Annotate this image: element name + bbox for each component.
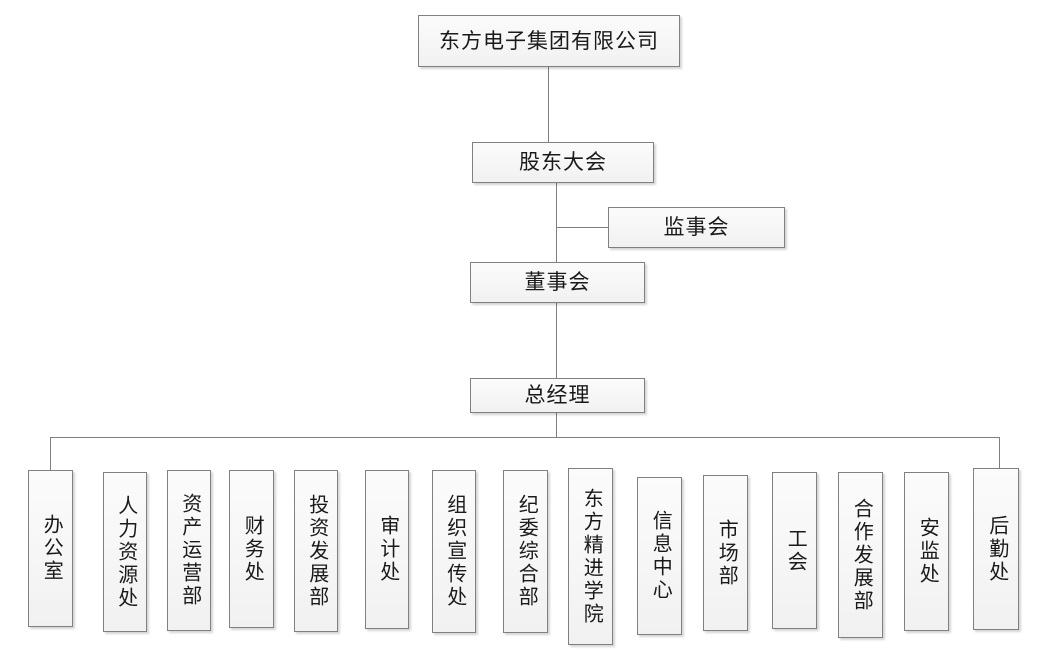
node-shareholders-meeting-label: 股东大会 [519,150,607,175]
node-board-of-directors-label: 董事会 [524,270,591,295]
node-department-cooperation-development-label: 合作发展部 [850,497,873,613]
department-bus-line [50,437,1000,438]
node-department-marketing[interactable]: 市场部 [703,475,748,631]
node-department-audit-label: 审计处 [376,515,399,584]
node-department-dongfang-academy-label: 东方精进学院 [580,487,603,626]
node-department-marketing-label: 市场部 [715,518,738,588]
node-department-information-center[interactable]: 信息中心 [637,477,682,635]
node-general-manager[interactable]: 总经理 [470,378,645,413]
node-department-organization-publicity[interactable]: 组织宣传处 [432,470,476,633]
node-company[interactable]: 东方电子集团有限公司 [418,15,680,67]
connector-to-supervisors [556,227,609,228]
node-department-investment-development[interactable]: 投资发展部 [294,470,338,632]
node-department-cooperation-development[interactable]: 合作发展部 [838,472,883,638]
connector-shareholders-to-directors [556,182,557,262]
node-board-of-supervisors[interactable]: 监事会 [608,207,785,248]
node-department-finance-label: 财务处 [241,514,264,584]
node-board-of-directors[interactable]: 董事会 [470,262,645,303]
node-department-discipline-inspection-label: 纪委综合部 [515,494,538,609]
node-department-office[interactable]: 办公室 [28,470,73,627]
node-department-safety-supervision[interactable]: 安监处 [904,472,949,631]
node-department-investment-development-label: 投资发展部 [305,493,328,609]
node-department-human-resources-label: 人力资源处 [114,494,137,610]
node-department-labor-union[interactable]: 工会 [772,472,817,629]
node-department-logistics-label: 后勤处 [985,514,1008,584]
connector-company-to-shareholders [548,66,549,142]
node-department-dongfang-academy[interactable]: 东方精进学院 [568,468,613,645]
node-department-discipline-inspection[interactable]: 纪委综合部 [503,470,548,633]
connector-manager-to-bus [556,412,557,437]
node-department-organization-publicity-label: 组织宣传处 [443,494,466,609]
node-department-labor-union-label: 工会 [784,527,807,574]
connector-directors-to-manager [556,302,557,378]
connector-bus-to-first-department [50,437,51,470]
node-department-logistics[interactable]: 后勤处 [973,468,1019,630]
node-board-of-supervisors-label: 监事会 [663,215,730,240]
node-department-safety-supervision-label: 安监处 [916,517,939,586]
node-department-audit[interactable]: 审计处 [365,470,409,629]
connector-bus-to-last-department [999,437,1000,468]
node-company-label: 东方电子集团有限公司 [439,28,659,53]
node-department-office-label: 办公室 [40,514,63,583]
node-department-human-resources[interactable]: 人力资源处 [103,472,147,632]
node-department-asset-operations-label: 资产运营部 [178,493,201,608]
node-department-asset-operations[interactable]: 资产运营部 [167,470,211,631]
node-general-manager-label: 总经理 [524,383,591,408]
node-department-finance[interactable]: 财务处 [229,470,274,628]
node-shareholders-meeting[interactable]: 股东大会 [472,142,654,183]
node-department-information-center-label: 信息中心 [649,510,672,602]
